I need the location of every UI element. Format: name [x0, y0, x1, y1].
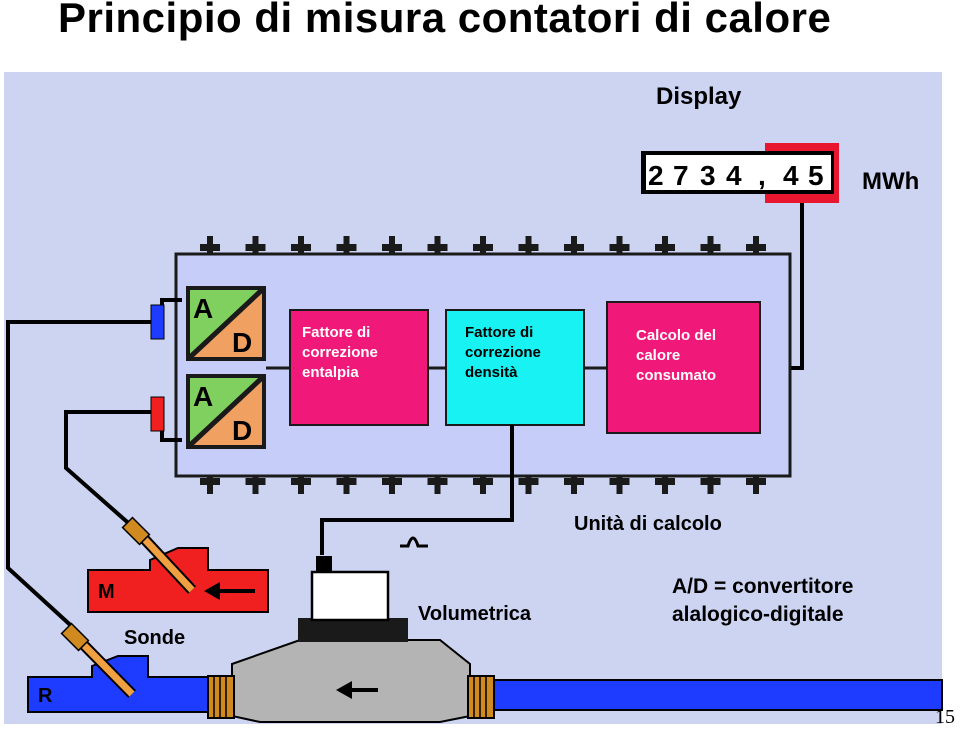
ad-converter-1: A D: [186, 286, 266, 361]
ad-converter-2: A D: [186, 374, 266, 449]
return-probe: [60, 622, 136, 698]
ad1-a: A: [193, 293, 213, 324]
unit-pin-cap: [336, 244, 357, 251]
legend-line-1: A/D = convertitore: [672, 575, 853, 598]
unit-pin-cap: [291, 244, 311, 251]
return-label: R: [38, 685, 53, 707]
probes-label: Sonde: [124, 627, 185, 649]
display-digit: 2: [648, 160, 664, 191]
unit-pins-top: [200, 236, 766, 256]
unit-pin-cap: [655, 244, 675, 251]
ad2-a: A: [193, 381, 213, 412]
unit-pin-cap: [609, 244, 630, 251]
volumetric-meter: [207, 556, 495, 723]
unit-pin-cap: [382, 478, 402, 485]
unit-pin-cap: [200, 244, 220, 251]
display-label: Display: [656, 83, 742, 110]
display-digit: ,: [758, 160, 766, 191]
unit-pin-cap: [564, 244, 584, 251]
legend-line-2: alalogico-digitale: [672, 603, 844, 626]
unit-pin-cap: [245, 478, 266, 485]
unit-pin-cap: [518, 478, 539, 485]
supply-flow-arrow: [204, 582, 220, 600]
return-probe-cable: [6, 298, 182, 634]
unit-pin-cap: [700, 244, 721, 251]
unit-pin-cap: [382, 244, 402, 251]
display-digit: 5: [808, 160, 824, 191]
supply-probe-cable: [64, 410, 182, 530]
svg-text:correzione: correzione: [302, 344, 378, 361]
display-digit: 4: [783, 160, 799, 191]
ad2-d: D: [232, 415, 252, 446]
unit-pin-cap: [245, 244, 266, 251]
unit-pin-cap: [700, 478, 721, 485]
page-number: 15: [935, 706, 955, 728]
unit-pin-cap: [746, 478, 766, 485]
display-screen: [646, 155, 831, 190]
unit-pin-cap: [200, 478, 220, 485]
svg-text:Fattore di: Fattore di: [302, 324, 370, 341]
pulse-icon: [400, 536, 428, 548]
ad1-d: D: [232, 327, 252, 358]
unit-pin-cap: [564, 478, 584, 485]
svg-text:correzione: correzione: [465, 344, 541, 361]
unit-pin-cap: [746, 244, 766, 251]
svg-text:consumato: consumato: [636, 367, 716, 384]
unit-pins-bottom: [200, 474, 766, 494]
red-connector: [150, 396, 165, 432]
pulse-wire: [320, 425, 514, 555]
block-enthalpy-correction: Fattore di correzione entalpia: [289, 309, 429, 426]
supply-probe: [121, 516, 197, 594]
supply-label: M: [98, 581, 115, 603]
unit-label: Unità di calcolo: [574, 513, 722, 535]
block-heat-calculation: Calcolo del calore consumato: [606, 301, 761, 434]
unit-pin-cap: [655, 478, 675, 485]
unit-pin-cap: [291, 478, 311, 485]
unit-pin-cap: [336, 478, 357, 485]
display-digit: 3: [700, 160, 716, 191]
svg-text:densità: densità: [465, 364, 518, 381]
display-digit: 4: [726, 160, 742, 191]
display-digit: 7: [673, 160, 689, 191]
unit-pin-cap: [473, 244, 493, 251]
svg-text:entalpia: entalpia: [302, 364, 359, 381]
display-unit: MWh: [862, 168, 919, 195]
unit-pin-cap: [427, 478, 448, 485]
page-title: Principio di misura contatori di calore: [58, 0, 832, 41]
unit-pin-cap: [518, 244, 539, 251]
blue-connector: [150, 304, 165, 340]
svg-text:Fattore di: Fattore di: [465, 324, 533, 341]
unit-pin-cap: [427, 244, 448, 251]
unit-pin-cap: [473, 478, 493, 485]
volumetric-label: Volumetrica: [418, 603, 532, 625]
meter-flow-arrow: [336, 681, 352, 699]
unit-pin-cap: [609, 478, 630, 485]
block-density-correction: Fattore di correzione densità: [445, 309, 585, 426]
svg-text:calore: calore: [636, 347, 680, 364]
svg-text:Calcolo del: Calcolo del: [636, 327, 716, 344]
